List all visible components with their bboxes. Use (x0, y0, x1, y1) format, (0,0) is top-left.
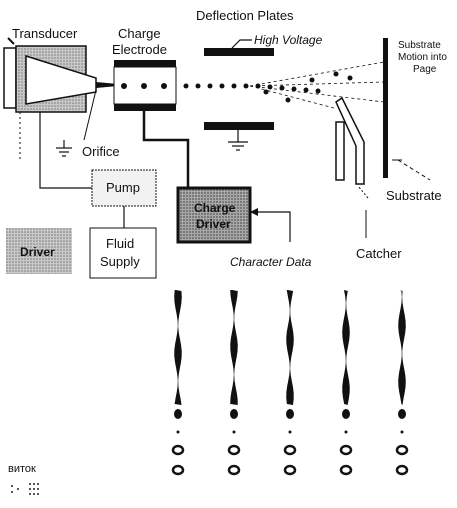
character-data-label: Character Data (230, 255, 312, 269)
charge-electrode-label-2: Electrode (112, 42, 167, 57)
jet-column (341, 290, 351, 474)
catcher-label: Catcher (356, 246, 402, 261)
transducer-label: Transducer (12, 26, 78, 41)
pump-label: Pump (106, 180, 140, 195)
substrate-motion-label-3: Page (413, 64, 437, 75)
top-deflection-plate (204, 48, 274, 56)
charge-driver-label-2: Driver (196, 217, 231, 231)
substrate-label: Substrate (386, 188, 442, 203)
charge-driver-box (178, 188, 250, 242)
driver-label: Driver (20, 245, 55, 259)
substrate-plate (383, 38, 388, 178)
substrate-motion-label-2: Motion into (398, 52, 447, 63)
deflection-trajectories (250, 62, 384, 108)
jet-column (285, 290, 295, 474)
fluid-supply-label-1: Fluid (106, 236, 134, 251)
character-data-line (250, 212, 290, 242)
high-voltage-label: High Voltage (254, 33, 323, 47)
jet-column (173, 290, 183, 474)
bottom-deflection-plate (204, 122, 274, 130)
jet-column (397, 290, 407, 474)
substrate-motion-label-1: Substrate (398, 40, 441, 51)
orifice-ground-icon (56, 140, 72, 156)
orifice-label: Orifice (82, 144, 120, 159)
fluid-supply-label-2: Supply (100, 254, 140, 269)
charge-electrode-label-1: Charge (118, 26, 161, 41)
charge-driver-label-1: Charge (194, 201, 236, 215)
jet-breakup-sequence (173, 290, 407, 474)
deflection-plates-label: Deflection Plates (196, 8, 294, 23)
plate-ground-icon (228, 130, 248, 150)
jet-column (229, 290, 239, 474)
transducer-assembly (4, 38, 118, 112)
catcher (336, 98, 368, 238)
high-voltage-leader (232, 40, 252, 48)
substrate-leader (398, 160, 430, 180)
corner-caption: виток (8, 463, 36, 475)
corner-dot-pattern (11, 483, 39, 495)
